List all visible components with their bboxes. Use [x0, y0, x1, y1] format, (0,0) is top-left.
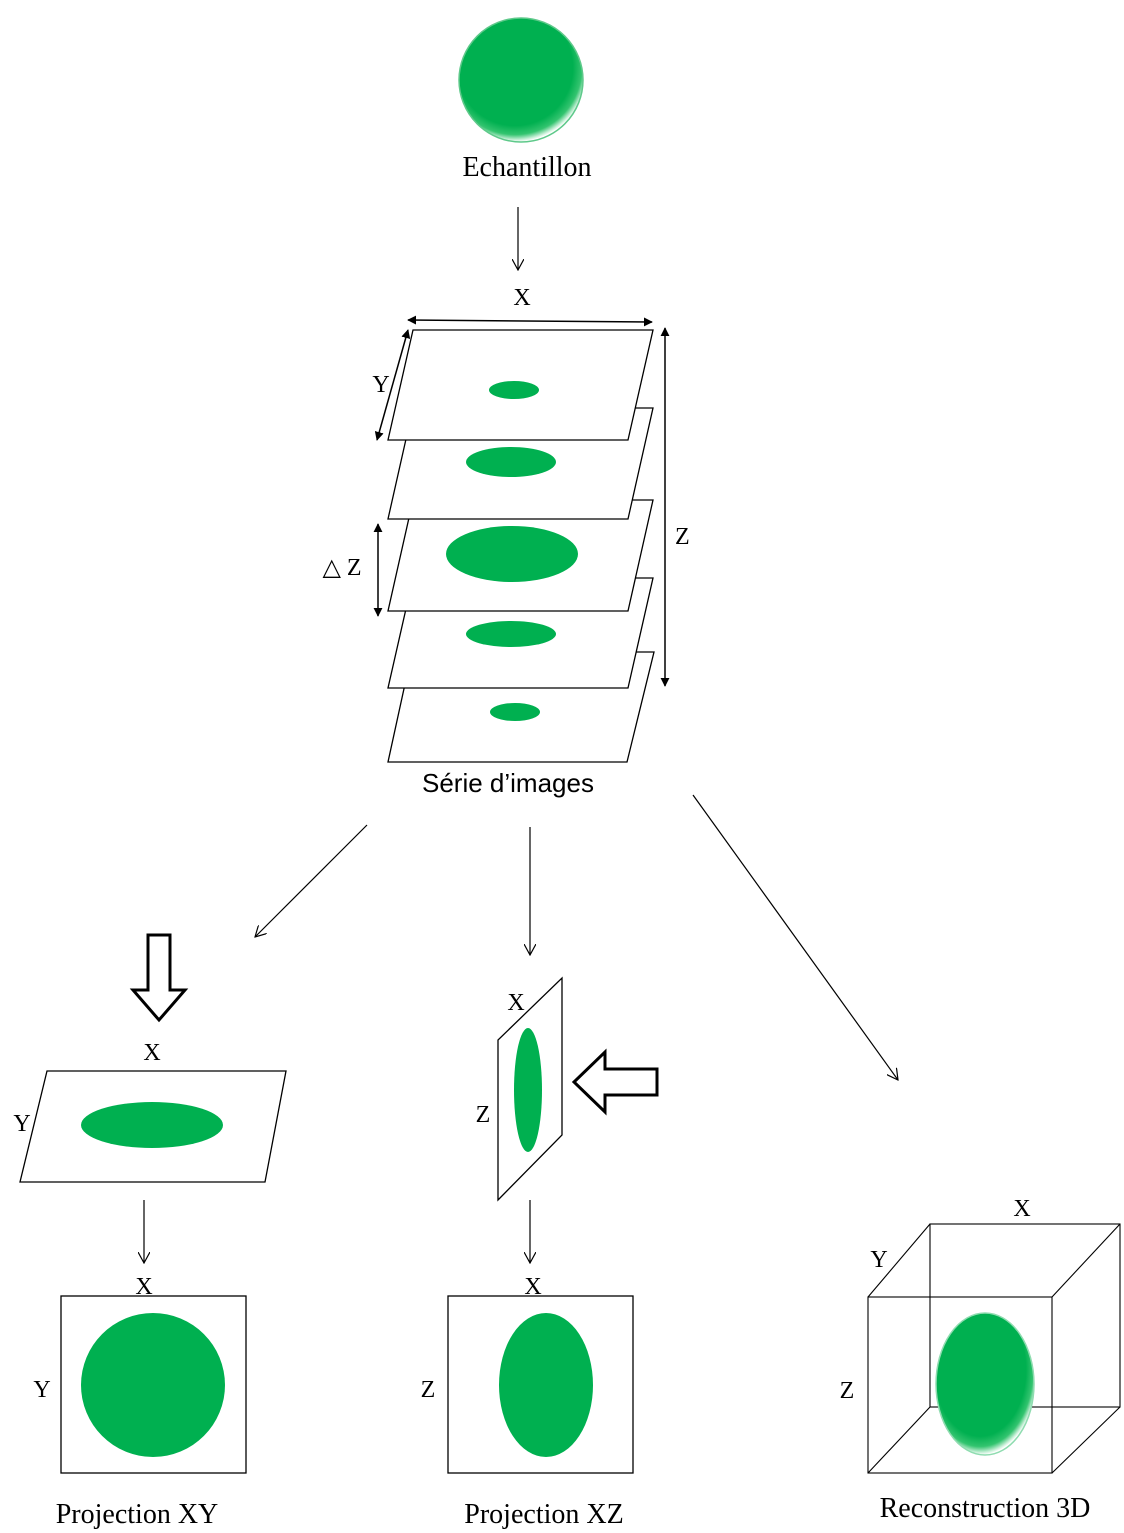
arrow-stack-to-3d	[692, 794, 898, 1080]
xy-box-y-label: Y	[33, 1377, 50, 1403]
xz-plane-x-label: X	[507, 990, 524, 1016]
xz-box-z-label: Z	[421, 1377, 436, 1403]
xz-projection-ellipse	[499, 1313, 593, 1457]
projection-xy-group: X Y X Y Projection XY	[13, 933, 287, 1530]
xy-plane-y-label: Y	[13, 1111, 30, 1137]
cube-edge	[1051, 1406, 1121, 1474]
stack-z-label: Z	[675, 524, 690, 550]
stack-label: Série d’images	[422, 768, 594, 798]
cube-edge	[867, 1406, 931, 1474]
arrow-stack-to-xy	[255, 824, 368, 937]
delta-z-label: △ Z	[322, 555, 361, 581]
reconstruction-title: Reconstruction 3D	[880, 1493, 1091, 1524]
cube-z-label: Z	[840, 1378, 855, 1404]
image-stack: X Y Z △ Z Série d’images	[322, 285, 689, 798]
y-dimension-arrow	[374, 329, 411, 441]
slice-section	[446, 526, 578, 582]
cube-front-face	[867, 1296, 1053, 1474]
slice-section	[490, 703, 540, 721]
stack-x-label: X	[513, 285, 530, 311]
xz-plane-section	[514, 1028, 542, 1152]
cube-x-label: X	[1013, 1196, 1030, 1222]
xz-box-x-label: X	[524, 1274, 541, 1300]
xy-plane-section	[81, 1102, 223, 1148]
sample-group: Echantillon	[458, 17, 592, 183]
slice-3	[387, 499, 654, 612]
xz-projection-title: Projection XZ	[464, 1499, 623, 1530]
xy-plane-x-label: X	[143, 1040, 160, 1066]
sample-label: Echantillon	[462, 152, 591, 183]
slice-1	[387, 329, 654, 441]
sample-sphere	[458, 17, 584, 143]
slice-section	[466, 621, 556, 647]
slice-section	[489, 381, 539, 399]
cube-edge	[867, 1223, 931, 1298]
stack-y-label: Y	[372, 372, 389, 398]
x-dimension-arrow	[407, 315, 653, 327]
reconstruction-3d-group: X Y Z Reconstruction 3D	[840, 1196, 1121, 1524]
cube-edge	[1051, 1223, 1121, 1298]
cube-y-label: Y	[870, 1247, 887, 1273]
slice-section	[466, 447, 556, 477]
xy-view-direction-arrow	[129, 933, 189, 1023]
projection-xz-group: X Z X Z Projection XZ	[421, 976, 659, 1530]
xz-view-direction-arrow	[571, 1048, 659, 1116]
xy-box-x-label: X	[135, 1274, 152, 1300]
xy-projection-title: Projection XY	[56, 1499, 219, 1530]
xz-plane-z-label: Z	[476, 1102, 491, 1128]
reconstructed-sample	[935, 1312, 1035, 1456]
xy-projection-disc	[81, 1313, 225, 1457]
